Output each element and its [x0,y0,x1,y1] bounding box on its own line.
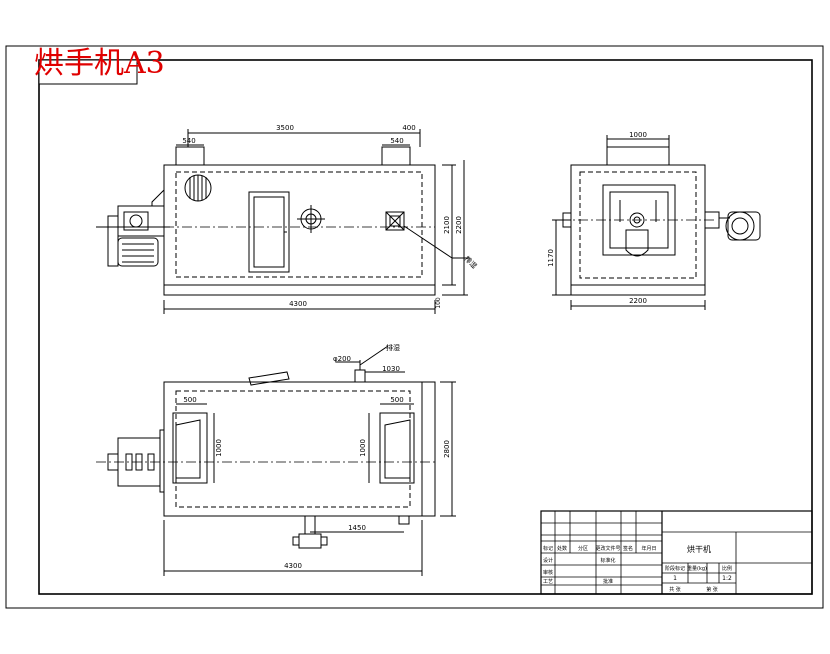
title-block-hdr-doc: 更改文件号 [595,545,620,552]
front-view [96,129,470,314]
front-dim-total: 3500 [276,124,294,132]
title-block-hdr-mark: 标记 [543,545,553,552]
title-block-hdr-count: 处数 [557,545,567,552]
front-dim-height: 2100 [443,216,451,234]
title-block-weight-label: 重量(kg) [687,565,707,572]
side-view [552,135,761,310]
plan-dim-pipe-bottom: 1450 [348,524,366,532]
side-dim-top: 1000 [629,131,647,139]
title-block-sheets-total: 共 张 [669,586,681,593]
plan-dim-bottom: 4300 [284,562,302,570]
front-door [248,191,290,273]
sheet-outer-border [5,45,824,609]
side-fan [704,211,720,229]
front-dim-height-outer: 2200 [455,216,463,234]
plan-dim-width: 2800 [443,440,451,458]
plan-dim-left-port-h: 1000 [215,439,223,457]
side-base [570,284,706,296]
title-block-row-check: 审核 [543,569,553,576]
plan-body [163,381,423,517]
plan-dim-right-port: 500 [390,396,403,404]
plan-view [96,345,456,576]
front-fan-housing [117,205,165,237]
title-block-row-approve: 批准 [603,578,613,585]
drawing-frame [38,59,813,595]
plan-dim-left-port: 500 [183,396,196,404]
title-block [540,510,813,595]
title-block-qty: 1 [673,575,677,582]
front-dim-base: 100 [435,297,442,309]
front-dim-bottom: 4300 [289,300,307,308]
plan-dim-pipe-offset: 1030 [382,365,400,373]
front-square-vent [385,211,405,231]
side-gear [629,212,645,228]
plan-port-left [172,412,208,484]
plan-leader-label: 排湿 [386,343,400,352]
plan-port-right [379,412,415,484]
title-block-hdr-sign: 签名 [623,545,633,552]
front-inner-dashed [175,171,423,278]
title-block-sheet-no: 第 张 [706,586,718,593]
plan-lid [248,371,290,386]
title-block-scale: 1:2 [722,575,732,582]
title-block-drawing-name: 烘干机 [687,544,711,554]
front-dim-left-port: 540 [182,137,195,145]
front-port-right [381,146,411,166]
plan-outer-right [421,381,436,517]
front-dim-right-port: 540 [390,137,403,145]
front-leader-label: 排湿 [463,254,479,270]
sheet-title: 烘手机A3 [34,46,165,81]
front-dim-right: 400 [402,124,415,132]
front-base [163,284,436,296]
title-block-row-design: 设计 [543,557,553,564]
title-block-row-std: 标准化 [600,557,615,564]
front-body [163,164,436,286]
side-dim-height: 1170 [547,249,555,267]
title-label-box [38,59,138,85]
plan-dim-pipe: φ200 [333,355,351,363]
front-port-left [175,146,205,166]
title-block-hdr-date: 年月日 [641,545,656,552]
plan-inner-dashed [175,390,411,508]
title-block-stage-label: 阶段标记 [665,565,685,572]
title-block-row-craft: 工艺 [543,579,553,585]
plan-dim-right-port-h: 1000 [359,439,367,457]
side-body [570,164,706,286]
side-inner-dashed [579,171,697,279]
title-block-scale-label: 比例 [722,565,732,572]
plan-top-pipe [354,369,366,383]
title-block-hdr-zone: 分区 [578,545,588,552]
plan-bottom-valve [304,515,316,535]
side-top-port [606,146,670,166]
side-dim-bottom: 2200 [629,297,647,305]
